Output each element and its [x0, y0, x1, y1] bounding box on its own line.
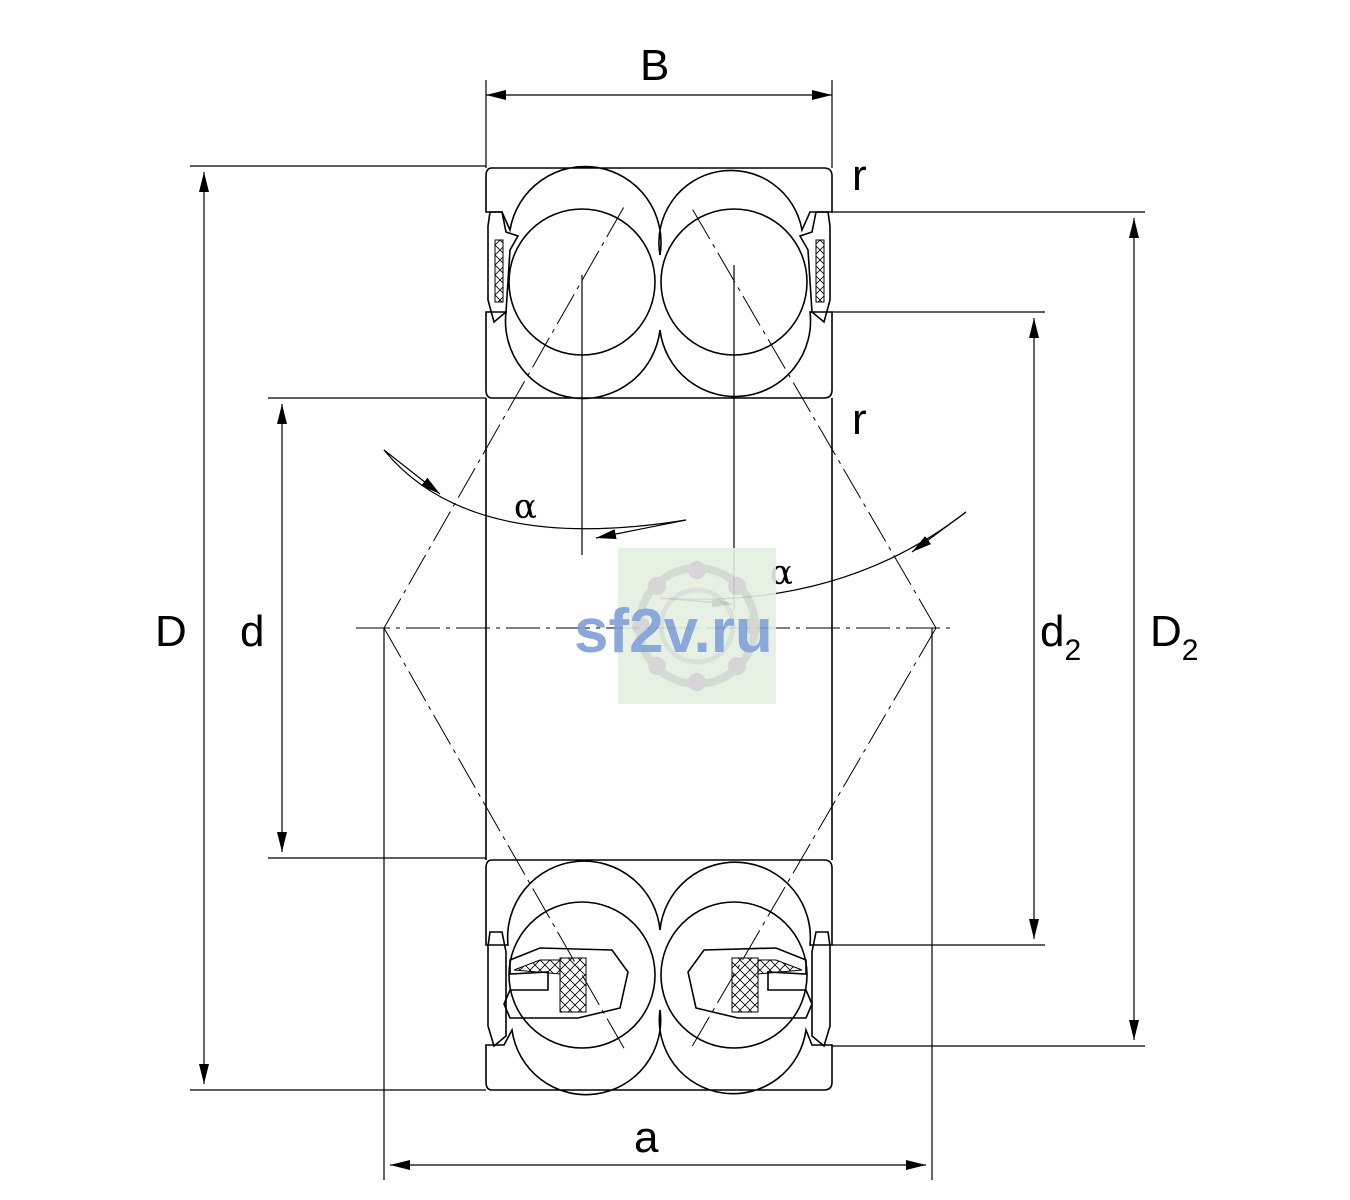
watermark: sf2v.ru	[574, 548, 776, 704]
label-a: a	[634, 1113, 659, 1162]
extension-lines	[190, 80, 1145, 1180]
lower-section	[485, 859, 833, 1096]
label-alpha-left: α	[514, 487, 537, 527]
cage-insert-lower-left	[559, 957, 587, 1013]
label-d2: d2	[1040, 607, 1081, 667]
seal-lower-left	[487, 931, 507, 1048]
dimension-lines	[199, 90, 1139, 1170]
label-D2: D2	[1150, 607, 1198, 667]
angle-arc-left	[383, 449, 687, 530]
label-r-inner: r	[852, 395, 867, 444]
cage-insert-lower-right-top	[757, 959, 803, 975]
seal-upper-right	[798, 211, 831, 324]
inner-ring-lower	[485, 859, 833, 946]
center-lines	[356, 204, 956, 1051]
cage-insert-lower-left-top	[513, 959, 561, 975]
seal-upper-left	[487, 211, 520, 324]
label-r-top: r	[852, 151, 867, 200]
inner-ring-upper	[485, 311, 833, 400]
cage-insert-lower-right	[731, 957, 759, 1013]
seal-insert-upper-right	[815, 239, 825, 303]
label-B: B	[640, 41, 669, 90]
label-d: d	[240, 607, 264, 656]
ball-lower-left	[508, 901, 656, 1049]
outer-ring-upper	[485, 165, 833, 256]
seal-lower-right	[811, 931, 831, 1048]
outer-ring-lower	[485, 1009, 833, 1096]
ball-lower-right	[660, 901, 808, 1049]
watermark-text: sf2v.ru	[574, 597, 773, 666]
seal-insert-upper-left	[494, 239, 504, 303]
upper-section	[485, 165, 833, 400]
label-D: D	[155, 607, 187, 656]
